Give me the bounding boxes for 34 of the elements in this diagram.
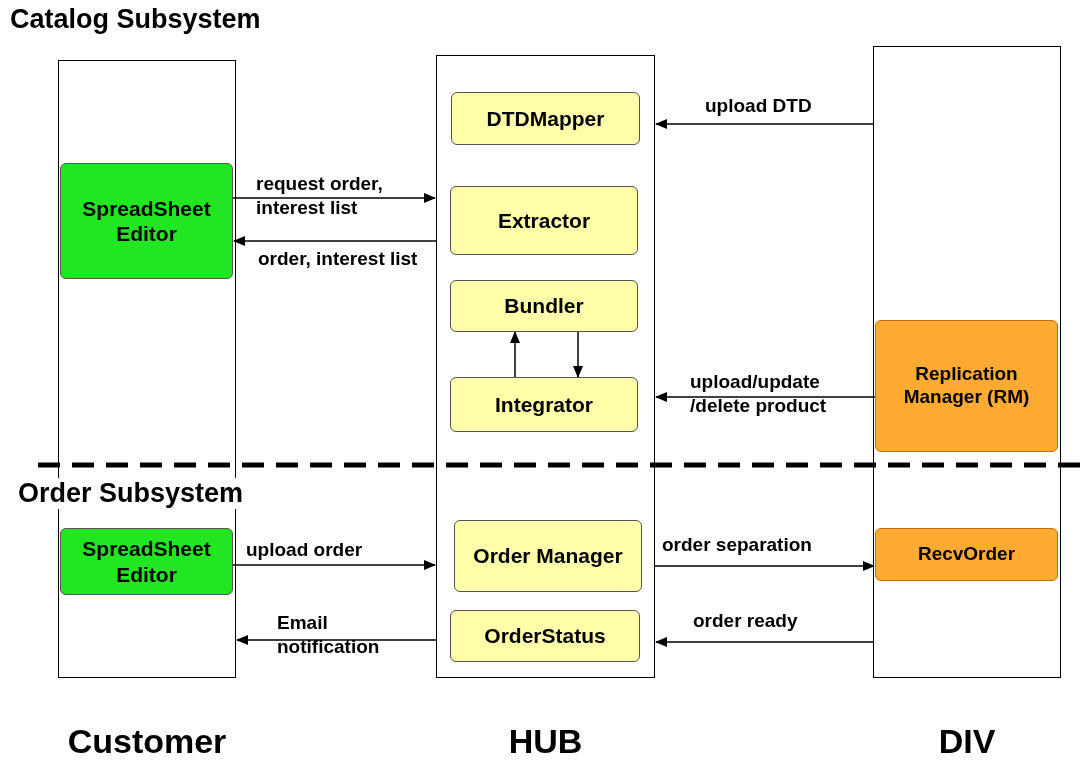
component-box: DTDMapper — [451, 92, 640, 145]
component-box: Integrator — [450, 377, 638, 432]
arrow — [655, 637, 874, 647]
component-box: RecvOrder — [875, 528, 1058, 581]
edge-label: Email notification — [276, 611, 381, 659]
component-box: Order Manager — [454, 520, 642, 592]
component-box: Replication Manager (RM) — [875, 320, 1058, 452]
arrow — [232, 193, 436, 203]
component-box: Extractor — [450, 186, 638, 255]
swimlane-column — [873, 46, 1061, 678]
arrow — [232, 560, 436, 570]
edge-label: request order, interest list — [255, 172, 384, 220]
arrow — [233, 236, 437, 246]
edge-label: upload order — [245, 538, 364, 562]
edge-label: order ready — [692, 609, 799, 633]
arrow — [510, 331, 520, 378]
lane-heading: Customer — [67, 722, 227, 761]
lane-heading: HUB — [508, 722, 583, 761]
arrow — [573, 331, 583, 378]
lane-heading: DIV — [938, 722, 996, 761]
arrow — [655, 119, 874, 129]
edge-label: order separation — [661, 533, 813, 557]
edge-label: upload DTD — [704, 94, 813, 118]
arrow — [236, 635, 437, 645]
arrow — [655, 392, 876, 402]
section-title: Order Subsystem — [18, 478, 244, 509]
swimlane-column — [436, 55, 655, 678]
component-box: OrderStatus — [450, 610, 640, 662]
edge-label: order, interest list — [257, 247, 419, 271]
arrow — [654, 561, 875, 571]
component-box: SpreadSheet Editor — [60, 528, 233, 595]
edge-label: upload/update /delete product — [689, 370, 828, 418]
component-box: SpreadSheet Editor — [60, 163, 233, 279]
component-box: Bundler — [450, 280, 638, 332]
